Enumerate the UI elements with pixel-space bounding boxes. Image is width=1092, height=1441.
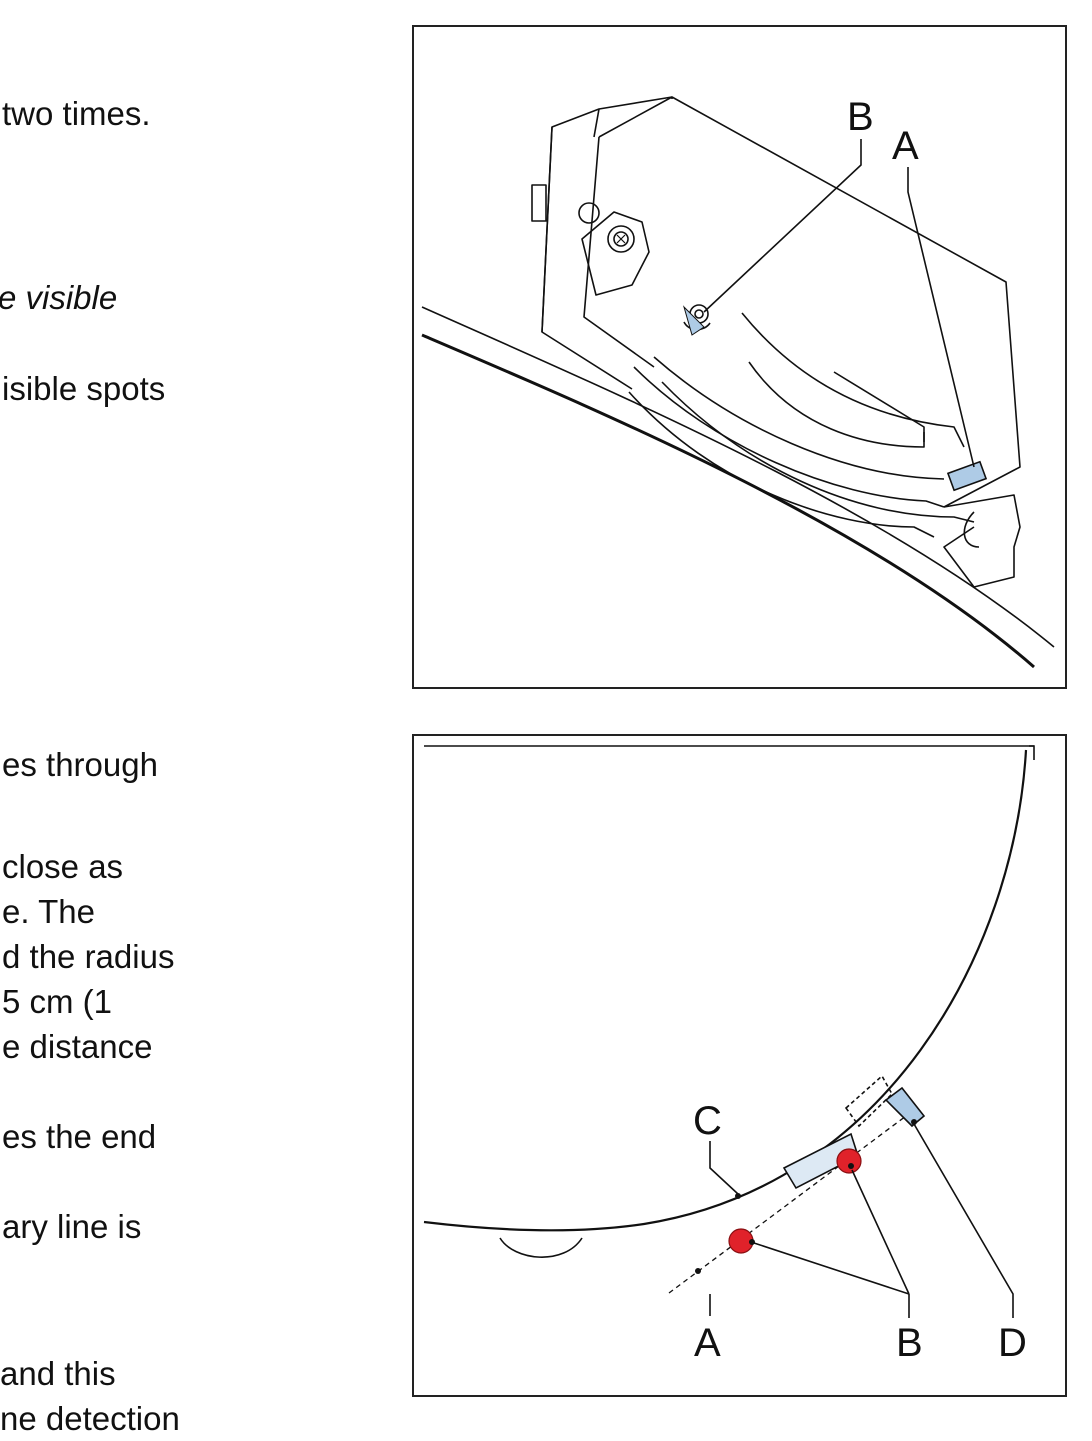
text-line-11: ary line is — [2, 1208, 142, 1245]
text-line-2: e visible — [0, 279, 118, 316]
text-line-10: es the end — [2, 1118, 157, 1155]
text-line-9: e distance — [2, 1028, 153, 1065]
label-b: B — [896, 1321, 923, 1365]
sensor-module-illustration: B A — [421, 95, 1055, 669]
figure-alignment: C A B D — [412, 734, 1067, 1397]
alignment-illustration: C A B D — [423, 745, 1035, 1365]
text-line-3: isible spots — [2, 370, 166, 407]
label-b: B — [847, 95, 874, 139]
label-c: C — [693, 1099, 722, 1143]
text-line-1: two times. — [2, 95, 151, 132]
label-a: A — [694, 1321, 721, 1365]
text-line-12: and this — [0, 1355, 116, 1392]
text-line-8: 5 cm (1 — [2, 983, 113, 1020]
text-line-4: es through — [2, 746, 158, 783]
label-d: D — [998, 1321, 1027, 1365]
text-line-13: ne detection — [0, 1400, 180, 1437]
figure-sensor-module: B A — [412, 25, 1067, 689]
label-a: A — [892, 124, 919, 168]
text-line-7: d the radius — [2, 938, 175, 975]
text-line-6: e. The — [2, 893, 95, 930]
text-line-5: close as — [2, 848, 124, 885]
